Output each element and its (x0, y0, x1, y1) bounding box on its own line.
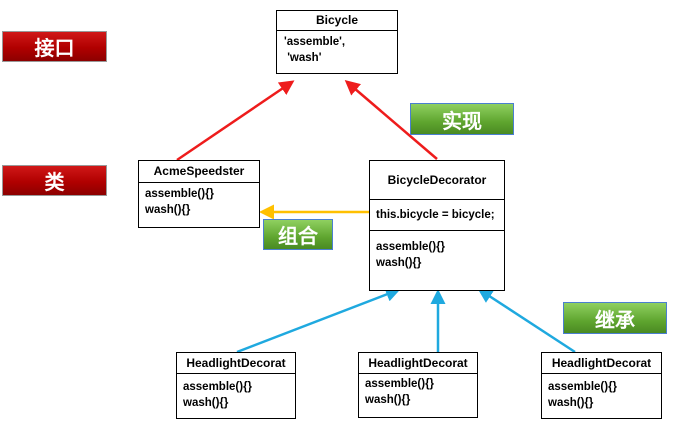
acme-speedster-methods: assemble(){} wash(){} (145, 188, 215, 216)
inherit-arrow-1 (236, 287, 401, 354)
headlight-decorator-title-3: HeadlightDecorat (551, 356, 652, 370)
bicycle-title: Bicycle (315, 13, 359, 27)
bicycle-methods: 'assemble', 'wash' (284, 36, 346, 64)
headlight-decorator-methods-1: assemble(){} wash(){} (183, 381, 253, 409)
headlight-decorator-title-2: HeadlightDecorat (368, 356, 468, 370)
acme-speedster-box: AcmeSpeedster assemble(){} wash(){} (138, 160, 260, 228)
bicycle-interface-box: Bicycle 'assemble', 'wash' (276, 10, 398, 74)
headlight-decorator-box-2: HeadlightDecorat assemble(){} wash(){} (358, 352, 478, 418)
class-label: 类 (2, 165, 107, 196)
inherit-arrow-3 (477, 288, 576, 354)
interface-label: 接口 (2, 31, 107, 62)
implement-arrow-decorator (344, 80, 438, 160)
headlight-decorator-box-3: HeadlightDecorat assemble(){} wash(){} (541, 352, 662, 419)
bicycle-decorator-box: BicycleDecorator this.bicycle = bicycle;… (369, 160, 505, 291)
headlight-decorator-methods-2: assemble(){} wash(){} (365, 378, 435, 406)
implement-arrow-acme (176, 80, 295, 162)
headlight-decorator-methods-3: assemble(){} wash(){} (548, 381, 618, 409)
headlight-decorator-title-1: HeadlightDecorat (186, 356, 286, 370)
headlight-decorator-box-1: HeadlightDecorat assemble(){} wash(){} (176, 352, 296, 419)
bicycle-decorator-field: this.bicycle = bicycle; (376, 209, 495, 221)
acme-speedster-title: AcmeSpeedster (153, 164, 245, 178)
bicycle-decorator-methods: assemble(){} wash(){} (376, 241, 446, 269)
composition-label: 组合 (263, 219, 333, 250)
inherit-label: 继承 (563, 302, 667, 334)
bicycle-decorator-title: BicycleDecorator (387, 173, 487, 187)
implement-label: 实现 (410, 103, 514, 135)
